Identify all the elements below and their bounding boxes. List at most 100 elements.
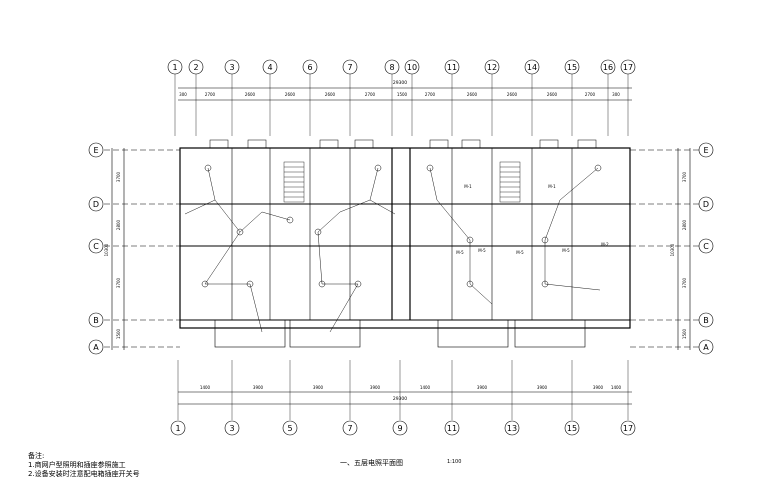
axis-bubble — [88, 339, 104, 355]
axis-bubble — [282, 420, 298, 436]
dimension-label: 3900 — [253, 385, 264, 390]
dimension-label: 2600 — [547, 92, 558, 97]
axis-label: 11 — [447, 63, 457, 72]
dimension-label: 2700 — [425, 92, 436, 97]
dimension-label: 2600 — [507, 92, 518, 97]
axis-label: 3 — [229, 63, 234, 72]
axis-label: 15 — [567, 63, 577, 72]
axis-bubble — [170, 420, 186, 436]
axis-label: B — [703, 316, 709, 325]
dimension-label: 2600 — [467, 92, 478, 97]
drawing-scale: 1:100 — [447, 459, 462, 465]
axis-bubble — [504, 420, 520, 436]
axis-bubble — [620, 420, 636, 436]
notes-block: 备注: 1.商网户型照明和插座参照施工 2.设备安装时注意配电箱插座开关号 — [28, 452, 140, 479]
dimension-label: 300 — [179, 92, 187, 97]
axis-label: C — [703, 242, 709, 251]
axis-bubble — [88, 238, 104, 254]
panel-label: M-1 — [464, 184, 472, 189]
dimension-label: 3700 — [682, 171, 687, 182]
axis-bubble — [392, 420, 408, 436]
axis-label: 12 — [487, 63, 497, 72]
dimension-total: 29300 — [393, 396, 407, 402]
axis-label: 1 — [172, 63, 177, 72]
axis-label: 14 — [527, 63, 537, 72]
axis-label: A — [93, 343, 99, 352]
dimension-label: 3700 — [116, 277, 121, 288]
axis-bubble — [444, 420, 460, 436]
dimension-label: 3900 — [370, 385, 381, 390]
drawing-title: 一、五层电照平面图 — [340, 459, 403, 467]
axis-bubble — [342, 420, 358, 436]
axis-label: 13 — [507, 424, 517, 433]
dimension-label: 2600 — [285, 92, 296, 97]
notes-line-1: 1.商网户型照明和插座参照施工 — [28, 461, 126, 469]
axis-label: E — [703, 146, 708, 155]
dimension-total: 29300 — [393, 80, 407, 86]
axis-label: 10 — [407, 63, 417, 72]
dimension-total: 10300 — [670, 243, 675, 256]
dimension-label: 3900 — [477, 385, 488, 390]
axis-label: 9 — [397, 424, 402, 433]
dimension-label: 1500 — [116, 328, 121, 339]
panel-label: M-1 — [548, 184, 556, 189]
axis-label: 17 — [623, 424, 633, 433]
axis-label: 6 — [307, 63, 312, 72]
dimension-label: 1400 — [611, 385, 622, 390]
panel-label: M-5 — [562, 248, 570, 253]
dimension-label: 2800 — [116, 219, 121, 230]
dimension-label: 1400 — [200, 385, 211, 390]
panel-labels: M-1 M-1M-5 M-5 M-5 M-5 M-2 — [456, 184, 609, 255]
dimension-label: 1500 — [682, 328, 687, 339]
dimension-total: 10300 — [104, 243, 109, 256]
axis-bubble — [698, 196, 714, 212]
dimension-label: 3700 — [116, 171, 121, 182]
axis-label: 17 — [623, 63, 633, 72]
dimension-labels: 29300 29300 300 2700 2600 2600 2600 2700 1500 270… — [104, 80, 687, 402]
axis-label: 11 — [447, 424, 457, 433]
axis-bubble — [698, 238, 714, 254]
dimension-label: 2800 — [682, 219, 687, 230]
panel-label: M-5 — [456, 250, 464, 255]
dimension-label: 1400 — [420, 385, 431, 390]
dimension-label: 2600 — [245, 92, 256, 97]
axis-label: 1 — [175, 424, 180, 433]
axis-label: 2 — [193, 63, 198, 72]
axis-bubble — [698, 312, 714, 328]
building-outline — [179, 147, 631, 329]
dimension-label: 2600 — [325, 92, 336, 97]
axis-label: 4 — [267, 63, 272, 72]
axis-label: D — [93, 200, 99, 209]
panel-label: M-5 — [478, 248, 486, 253]
dimension-label: 3700 — [682, 277, 687, 288]
axis-label: A — [703, 343, 709, 352]
axis-label: E — [93, 146, 98, 155]
dimension-label: 1500 — [397, 92, 408, 97]
dimension-label: 2700 — [365, 92, 376, 97]
notes-heading: 备注: — [28, 452, 45, 460]
notes-line-2: 2.设备安装时注意配电箱插座开关号 — [28, 470, 140, 478]
dimension-label: 300 — [612, 92, 620, 97]
dimension-label: 3900 — [593, 385, 604, 390]
panel-label: M-2 — [601, 242, 609, 247]
axis-label: B — [93, 316, 99, 325]
axis-bubble — [224, 420, 240, 436]
axis-label: 3 — [229, 424, 234, 433]
axis-label: 7 — [347, 63, 352, 72]
axis-label: 16 — [603, 63, 613, 72]
axis-bubble — [88, 142, 104, 158]
axis-label: D — [703, 200, 709, 209]
axis-label: 7 — [347, 424, 352, 433]
dimension-label: 3900 — [537, 385, 548, 390]
axis-label: 15 — [567, 424, 577, 433]
axis-bubble — [88, 196, 104, 212]
axis-bubble — [564, 420, 580, 436]
dimension-label: 3900 — [313, 385, 324, 390]
axis-bubble — [88, 312, 104, 328]
dimension-label: 2700 — [205, 92, 216, 97]
panel-label: M-5 — [516, 250, 524, 255]
